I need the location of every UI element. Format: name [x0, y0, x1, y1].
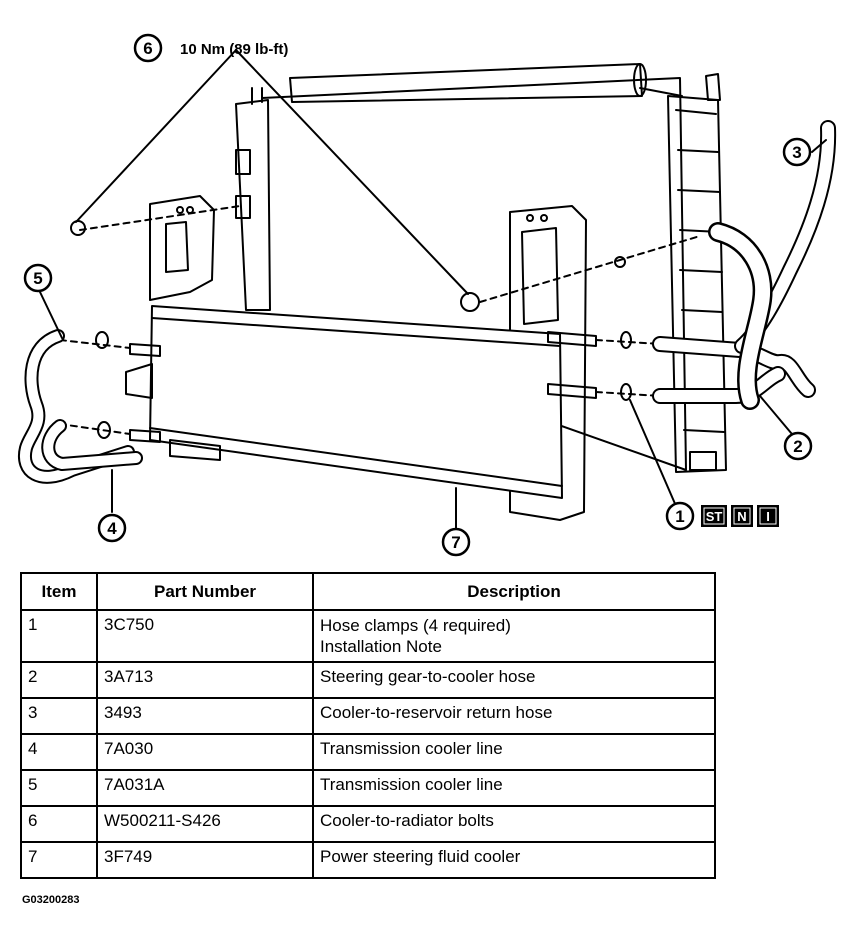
description-line: Installation Note: [320, 637, 442, 656]
parts-table: Item Part Number Description 1 3C750 Hos…: [20, 572, 716, 879]
fluid-cooler: [149, 305, 563, 499]
table-header-row: Item Part Number Description: [20, 572, 716, 611]
torque-spec: 10 Nm (89 lb-ft): [180, 41, 288, 58]
table-row: 1 3C750 Hose clamps (4 required) Install…: [20, 609, 716, 663]
table-row: 3 3493 Cooler-to-reservoir return hose: [20, 697, 716, 735]
cell-item: 1: [20, 609, 98, 663]
note-badges: ST N I: [701, 505, 779, 527]
svg-text:4: 4: [107, 519, 117, 538]
cell-description: Cooler-to-reservoir return hose: [312, 697, 716, 735]
cell-item: 5: [20, 769, 98, 807]
svg-text:3: 3: [792, 143, 801, 162]
svg-text:1: 1: [675, 507, 684, 526]
callout-3: 3: [782, 137, 812, 167]
cell-item: 3: [20, 697, 98, 735]
cell-description: Transmission cooler line: [312, 769, 716, 807]
callout-4: 4: [97, 513, 127, 543]
badge-i: I: [766, 509, 770, 524]
cell-part: 7A030: [96, 733, 314, 771]
table-row: 5 7A031A Transmission cooler line: [20, 769, 716, 807]
callout-5: 5: [23, 263, 53, 293]
cell-item: 4: [20, 733, 98, 771]
cell-description: Power steering fluid cooler: [312, 841, 716, 879]
header-part-number: Part Number: [96, 572, 314, 611]
table-row: 7 3F749 Power steering fluid cooler: [20, 841, 716, 879]
badge-n: N: [737, 509, 746, 524]
table-row: 4 7A030 Transmission cooler line: [20, 733, 716, 771]
callout-2: 2: [783, 431, 813, 461]
figure-id: G03200283: [22, 894, 80, 906]
left-bracket: [149, 195, 215, 301]
radiator-left-tank: [235, 99, 271, 311]
cell-part: 3493: [96, 697, 314, 735]
cell-description: Cooler-to-radiator bolts: [312, 805, 716, 843]
svg-text:5: 5: [33, 269, 42, 288]
right-bracket: [509, 205, 587, 521]
cell-part: 3C750: [96, 609, 314, 663]
svg-text:7: 7: [451, 533, 460, 552]
cell-item: 7: [20, 841, 98, 879]
cell-part: 3F749: [96, 841, 314, 879]
cell-part: 7A031A: [96, 769, 314, 807]
table-row: 6 W500211-S426 Cooler-to-radiator bolts: [20, 805, 716, 843]
cell-part: 3A713: [96, 661, 314, 699]
cell-description: Transmission cooler line: [312, 733, 716, 771]
header-description: Description: [312, 572, 716, 611]
svg-text:2: 2: [793, 437, 802, 456]
callout-6-number: 6: [143, 39, 152, 58]
cell-description: Hose clamps (4 required) Installation No…: [312, 609, 716, 663]
cell-item: 2: [20, 661, 98, 699]
badge-st: ST: [706, 509, 723, 524]
cell-item: 6: [20, 805, 98, 843]
table-row: 2 3A713 Steering gear-to-cooler hose: [20, 661, 716, 699]
callout-1: 1: [665, 501, 695, 531]
cell-part: W500211-S426: [96, 805, 314, 843]
callout-6: 6: [133, 33, 163, 63]
cell-description: Steering gear-to-cooler hose: [312, 661, 716, 699]
description-line: Hose clamps (4 required): [320, 616, 511, 635]
exploded-diagram: 6 10 Nm (89 lb-ft) 5 3 2 4 7 1 ST N I: [17, 33, 837, 557]
callout-7: 7: [441, 527, 471, 557]
header-item: Item: [20, 572, 98, 611]
